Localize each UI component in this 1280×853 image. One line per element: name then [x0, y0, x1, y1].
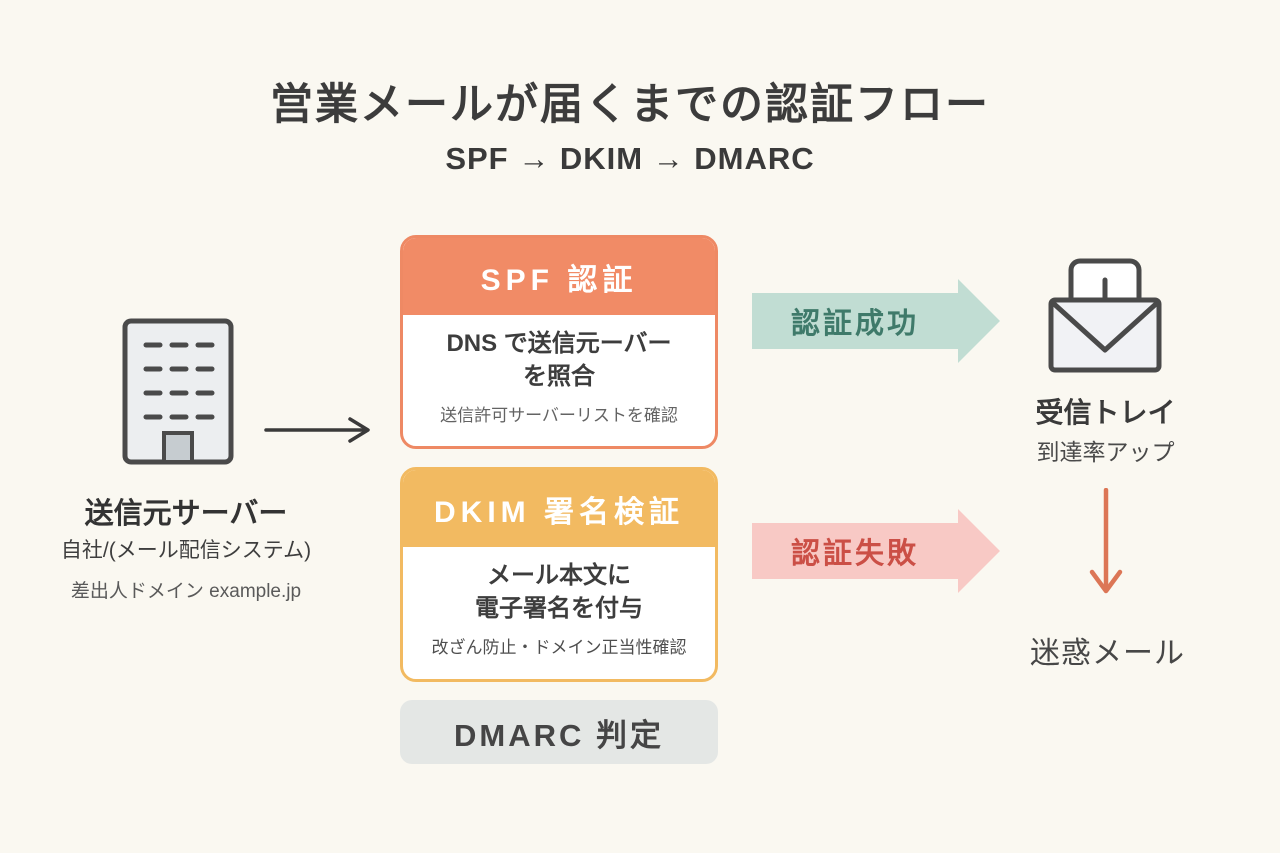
failure-arrow-tip-icon [958, 509, 1000, 593]
success-arrow-label: 認証成功 [752, 293, 958, 349]
failure-arrow-label: 認証失敗 [752, 523, 958, 579]
dkim-card-header: DKIM 署名検証 [403, 470, 715, 547]
inbox-sub-label: 到達率アップ [1036, 439, 1175, 465]
spf-card: SPF 認証 DNS で送信元ーバー を照合 送信許可サーバーリストを確認 [400, 235, 718, 449]
right-arrow-icon [264, 417, 370, 443]
sender-subline-2: 差出人ドメイン example.jp [70, 581, 302, 602]
dmarc-box: DMARC 判定 [400, 700, 718, 764]
dkim-card-body: メール本文に 電子署名を付与 改ざん防止・ドメイン正当性確認 [403, 547, 715, 658]
spf-card-header: SPF 認証 [403, 238, 715, 315]
dkim-note: 改ざん防止・ドメイン正当性確認 [431, 638, 687, 657]
page-subtitle: SPF → DKIM → DMARC [445, 141, 815, 176]
down-arrow-icon [1089, 488, 1123, 594]
dkim-body-line-2: 電子署名を付与 [475, 595, 643, 622]
building-icon [122, 318, 234, 465]
spf-body-line-2: を照合 [523, 363, 595, 390]
spam-label: 迷惑メール [1030, 637, 1185, 670]
spf-card-body: DNS で送信元ーバー を照合 送信許可サーバーリストを確認 [403, 315, 715, 426]
page-title: 営業メールが届くまでの認証フロー [270, 81, 990, 129]
inbox-envelope-icon [1048, 258, 1162, 373]
sender-subline-1: 自社/(メール配信システム) [60, 539, 312, 562]
failure-arrow-banner: 認証失敗 [752, 509, 1000, 593]
inbox-label: 受信トレイ [1035, 397, 1176, 428]
spf-note: 送信許可サーバーリストを確認 [440, 406, 678, 425]
spf-body-line-1: DNS で送信元ーバー [446, 330, 672, 357]
dkim-card: DKIM 署名検証 メール本文に 電子署名を付与 改ざん防止・ドメイン正当性確認 [400, 467, 718, 682]
sender-label: 送信元サーバー [84, 498, 288, 530]
dkim-body-line-1: メール本文に [487, 562, 631, 589]
success-arrow-banner: 認証成功 [752, 279, 1000, 363]
success-arrow-tip-icon [958, 279, 1000, 363]
